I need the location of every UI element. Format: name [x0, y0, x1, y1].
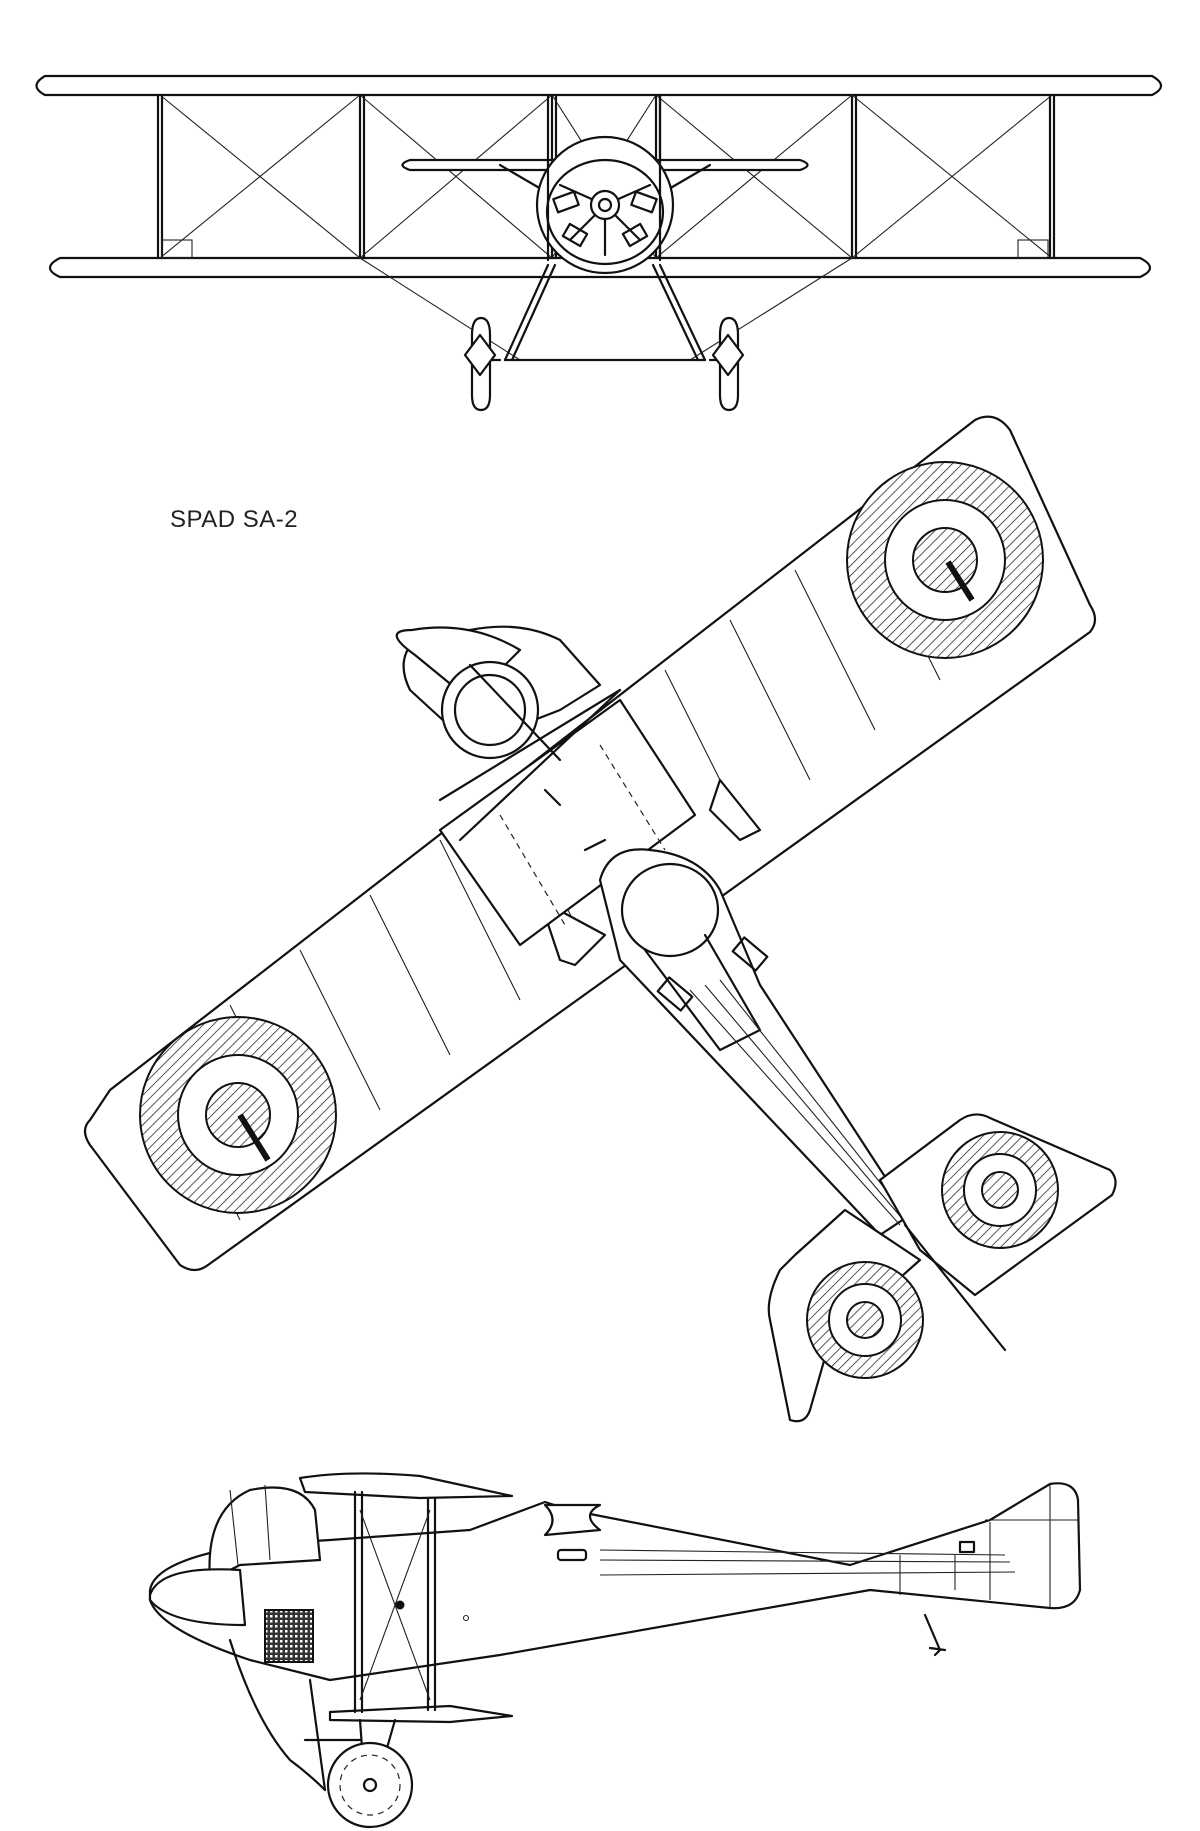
front-upper-wing: [35, 74, 1163, 97]
plan-tail-roundel-left: [806, 1261, 924, 1379]
plan-centre-dashes: [499, 744, 666, 926]
front-left-wheel-cap: [463, 333, 497, 377]
side-tailskid: [923, 1613, 947, 1657]
side-nacelle-frame: [229, 1484, 271, 1566]
plan-pilot-cockpit: [620, 862, 720, 958]
plan-gunner-ring: [440, 660, 540, 760]
aircraft-title: SPAD SA-2: [170, 506, 299, 533]
plan-gun-struts: [438, 663, 622, 842]
plan-view: [83, 415, 1117, 1423]
side-tail-fitting: [958, 1540, 976, 1554]
side-interplane-struts: [353, 1490, 437, 1714]
side-rudder-lines: [985, 1484, 1078, 1608]
side-lower-wing: [328, 1704, 514, 1724]
side-pilot-cockpit: [543, 1503, 602, 1537]
plan-side-panel-1: [656, 976, 694, 1012]
plan-fuselage-stringers: [689, 979, 909, 1226]
plan-left-roundel: [139, 1016, 337, 1214]
side-bracing-wires: [359, 1509, 431, 1701]
side-longerons: [599, 1549, 1016, 1595]
plan-rudder-tail: [903, 1223, 1007, 1352]
plan-centre-section: [438, 698, 697, 947]
side-upper-wing: [298, 1472, 514, 1500]
side-nose-skid: [228, 1638, 327, 1792]
plan-wing-cutout-right: [708, 778, 762, 842]
side-radiator: [264, 1609, 314, 1663]
front-right-wheel-cap: [711, 333, 745, 377]
side-nose-cone: [148, 1568, 247, 1627]
side-vent: [556, 1548, 588, 1562]
front-propeller-hub: [589, 189, 621, 221]
plan-cockpit-fairing: [643, 933, 762, 1052]
front-undercarriage: [488, 263, 724, 362]
front-fuselage-sides: [546, 93, 662, 262]
side-view: [148, 1472, 1082, 1829]
plan-tail-roundel-right: [941, 1131, 1059, 1249]
side-strut-bolt: [395, 1600, 405, 1610]
front-view: [35, 74, 1163, 412]
plan-nacelle-nose: [395, 626, 522, 702]
plan-side-panel-2: [731, 936, 769, 972]
front-right-panel: [1017, 239, 1049, 259]
plan-right-roundel: [846, 461, 1044, 659]
front-left-panel: [161, 239, 193, 259]
plan-centre-fittings: [543, 788, 607, 852]
